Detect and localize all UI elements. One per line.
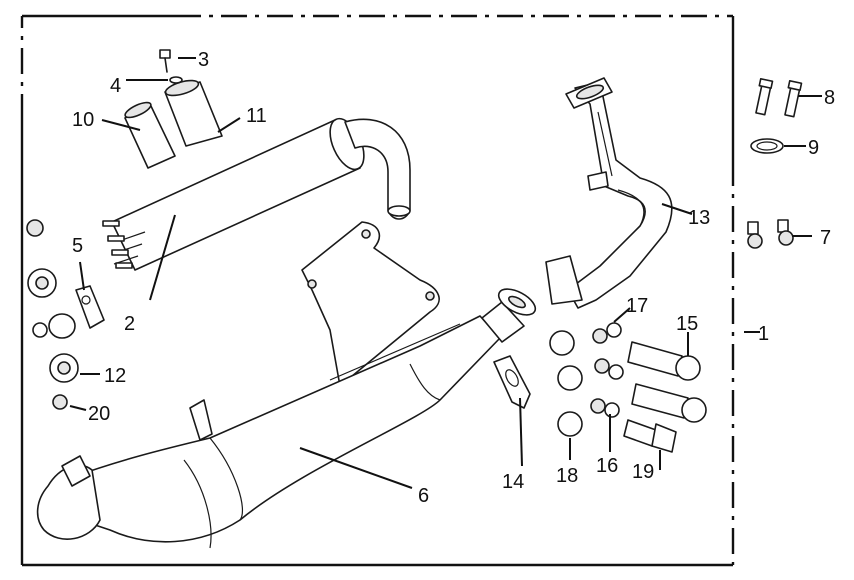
- callout-16: 16: [596, 455, 618, 477]
- mounting-bracket: [301, 221, 440, 387]
- callout-11: 11: [246, 105, 267, 127]
- callout-3: 3: [198, 49, 209, 71]
- rubber-grommets: [549, 330, 583, 437]
- exhaust-header-pipe: [545, 77, 673, 309]
- muffler-canister: [102, 117, 411, 271]
- exhaust-gasket: [750, 138, 784, 154]
- callout-19: 19: [632, 461, 654, 483]
- callout-2: 2: [124, 313, 135, 335]
- callout-5: 5: [72, 235, 83, 257]
- callout-7: 7: [820, 227, 831, 249]
- rubber-mount: [75, 285, 105, 329]
- hex-bolt: [623, 419, 677, 453]
- callout-4: 4: [110, 75, 121, 97]
- callout-1: 1: [758, 323, 769, 345]
- callout-13: 13: [688, 207, 710, 229]
- left-mount-hardware: [26, 219, 79, 410]
- long-bolts: [627, 341, 707, 423]
- washers-nuts: [590, 322, 624, 418]
- bolt-small: [159, 49, 171, 73]
- callout-18: 18: [556, 465, 578, 487]
- leader-lines: [69, 57, 822, 489]
- muffler-clamp-left: [124, 101, 176, 169]
- callout-20: 20: [88, 403, 110, 425]
- callout-14: 14: [502, 471, 524, 493]
- callout-17: 17: [626, 295, 648, 317]
- callout-labels: 1 2 3 4 5 6 7 8 9 10 11 12 13 14 15 16 1…: [72, 49, 835, 507]
- callout-12: 12: [104, 365, 126, 387]
- callout-9: 9: [808, 137, 819, 159]
- callout-6: 6: [418, 485, 429, 507]
- gasket-plate: [493, 355, 531, 409]
- header-nuts: [747, 219, 794, 249]
- muffler-clamp-right: [164, 79, 223, 147]
- header-studs: [755, 78, 803, 118]
- callout-8: 8: [824, 87, 835, 109]
- diagram-frame: [20, 14, 735, 567]
- callout-15: 15: [676, 313, 698, 335]
- washer-small: [169, 76, 183, 84]
- exhaust-muffler-body: [36, 288, 537, 549]
- callout-10: 10: [72, 109, 94, 131]
